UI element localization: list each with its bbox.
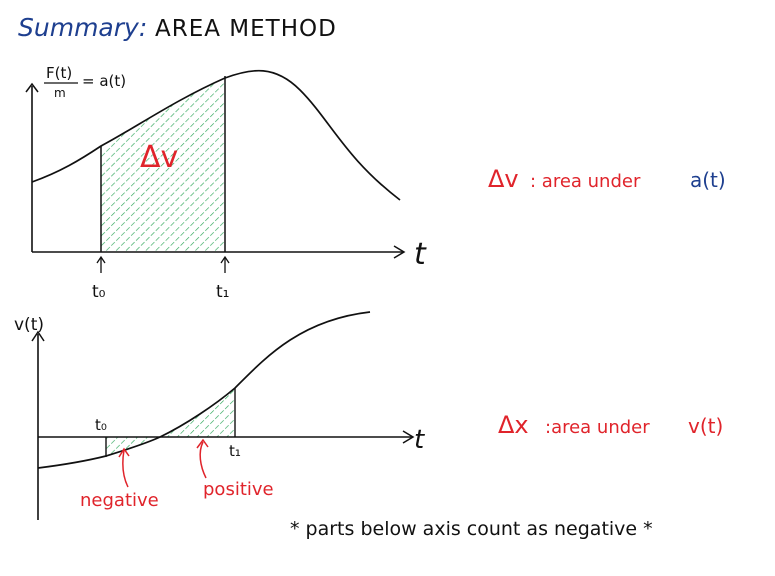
bottom-x-arrow — [402, 430, 415, 444]
top-x-arrow — [393, 245, 406, 259]
delta-v-area — [101, 78, 225, 252]
bottom-graph: v(t) t t₀ t₁ negative positive — [14, 311, 425, 520]
top-t0-label: t₀ — [92, 282, 106, 302]
negative-pointer-arrow — [122, 449, 129, 488]
positive-label: positive — [203, 479, 274, 500]
top-y-arrow — [25, 82, 39, 93]
positive-pointer-arrow-head — [196, 438, 209, 449]
delta-x-note-text: :area under — [545, 417, 650, 438]
delta-v-note-function: a(t) — [690, 168, 726, 192]
bottom-t0-label: t₀ — [95, 416, 107, 434]
title-method: AREA METHOD — [155, 16, 337, 42]
delta-x-note-function: v(t) — [688, 414, 723, 438]
top-y-label-denominator: m — [54, 86, 66, 100]
delta-v-note-symbol: Δv — [488, 165, 519, 193]
v-of-t-curve — [37, 311, 371, 469]
delta-v-note: Δv : area under a(t) — [488, 165, 726, 193]
negative-label: negative — [80, 490, 159, 511]
t0-arrow-head — [96, 255, 106, 264]
delta-x-note: Δx :area under v(t) — [498, 411, 723, 439]
t1-arrow-head — [220, 255, 230, 264]
top-graph: F(t) m = a(t) Δv t t₀ t₁ — [25, 64, 427, 302]
top-y-label-rhs: = a(t) — [82, 72, 126, 90]
bottom-y-label: v(t) — [14, 315, 44, 335]
delta-v-note-text: : area under — [530, 171, 641, 192]
bottom-x-label: t — [414, 425, 425, 455]
top-t1-label: t₁ — [216, 282, 229, 302]
positive-area — [160, 388, 235, 437]
bottom-y-arrow — [31, 330, 45, 342]
top-x-label: t — [414, 237, 427, 272]
footnote: * parts below axis count as negative * — [290, 518, 653, 540]
title-prefix: Summary: — [18, 13, 147, 42]
positive-pointer-arrow — [199, 441, 207, 479]
negative-pointer-arrow-head — [118, 447, 130, 458]
delta-v-area-label: Δv — [140, 140, 178, 175]
top-y-label-numerator: F(t) — [46, 64, 72, 82]
bottom-t1-label: t₁ — [229, 442, 241, 460]
delta-x-note-symbol: Δx — [498, 411, 529, 439]
